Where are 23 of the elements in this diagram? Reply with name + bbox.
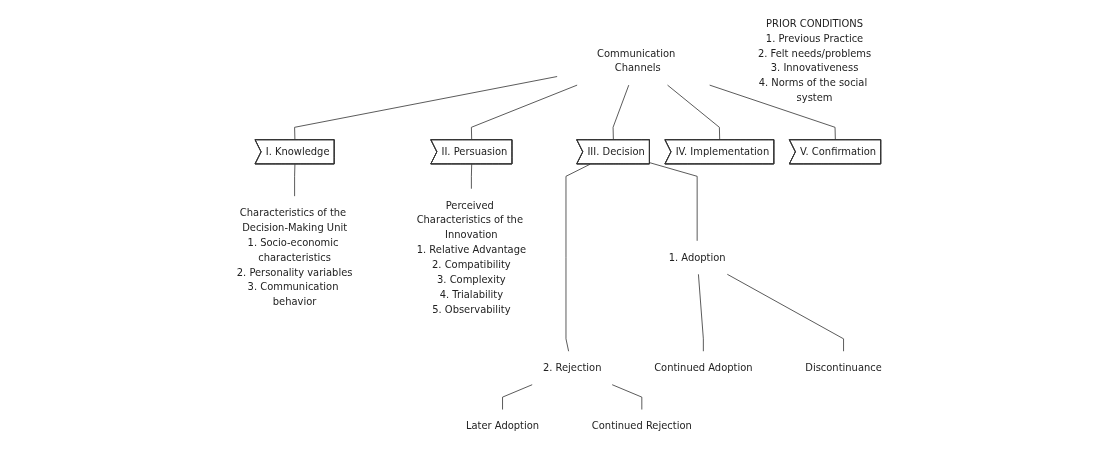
node-text: Discontinuance	[805, 361, 882, 374]
connector	[649, 162, 698, 242]
node-text: Perceived Characteristics of the Innovation 1. Relative Advantage 2. Compatibility 3. Complexity 4. Trialability 5. Observability	[416, 199, 526, 316]
connector	[294, 76, 558, 141]
connector	[697, 273, 704, 352]
node-text: PRIOR CONDITIONS 1. Previous Practice 2. Felt needs/problems 3. Innovativeness 4. Norms of the social system	[757, 17, 871, 104]
connector	[666, 84, 720, 141]
connector	[470, 163, 472, 190]
node-text: Continued Adoption	[653, 361, 753, 374]
connector	[294, 163, 296, 197]
node-text: 1. Adoption	[668, 251, 726, 264]
connector	[612, 84, 629, 141]
connector	[709, 84, 836, 141]
node-text: 2. Rejection	[542, 361, 602, 374]
node-text: Continued Rejection	[591, 420, 692, 432]
connector	[470, 84, 578, 141]
connector	[611, 384, 643, 410]
node-text: Communication Channels	[596, 47, 676, 74]
connector	[726, 273, 844, 352]
connector	[565, 163, 591, 352]
connector	[501, 384, 533, 410]
node-text: Later Adoption	[465, 420, 539, 432]
node-text: Characteristics of the Decision-Making Unit 1. Socio-economic characteristics 2. Personality variables 3. Communication behavior	[236, 206, 353, 308]
